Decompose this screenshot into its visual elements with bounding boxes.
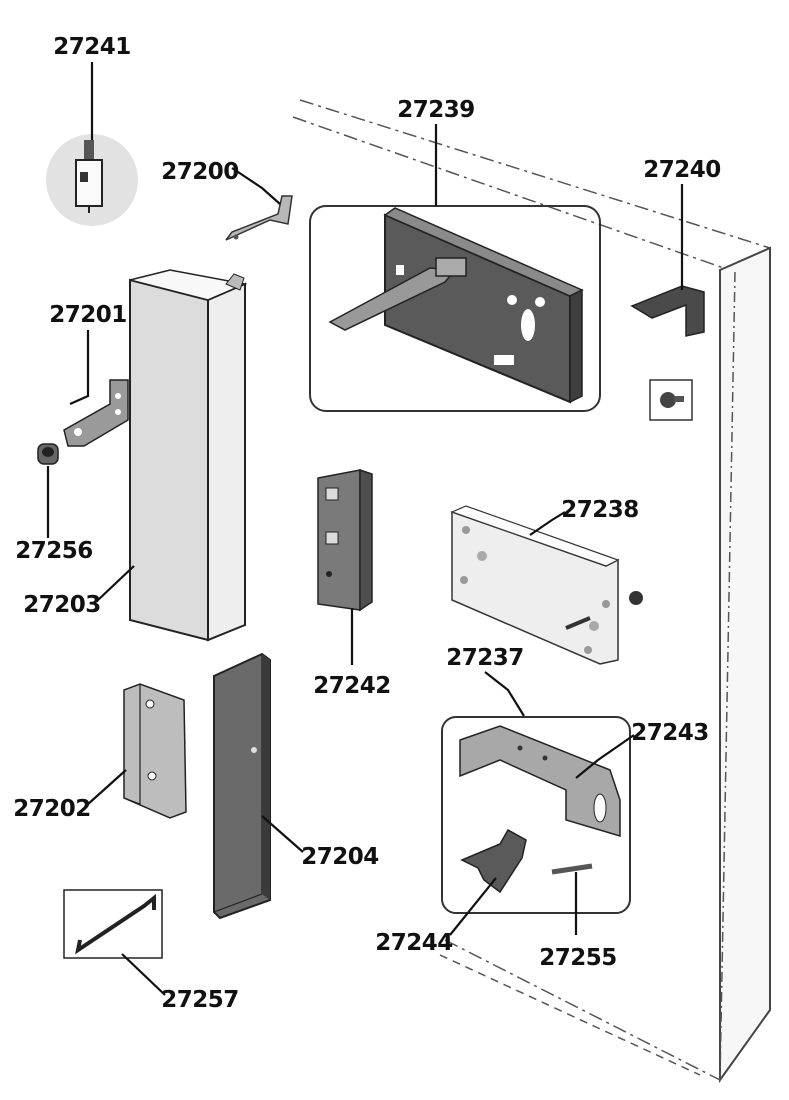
part-27200-bracket (225, 195, 293, 241)
label-27242: 27242 (313, 673, 391, 699)
part-27202-hinge-plate (123, 683, 187, 819)
label-27238: 27238 (561, 497, 639, 523)
cabinet-door-outline (292, 99, 771, 1084)
label-27256: 27256 (15, 538, 93, 564)
label-27255: 27255 (539, 945, 617, 971)
part-27238-mounting-plate (450, 505, 643, 665)
label-27244: 27244 (375, 930, 453, 956)
part-27237-assembly-frame (441, 716, 631, 914)
part-labels: 27241 27200 27239 27240 27201 27256 2720… (13, 34, 721, 1013)
label-27237: 27237 (446, 645, 524, 671)
label-27202: 27202 (13, 796, 91, 822)
label-27257: 27257 (161, 987, 239, 1013)
part-27243-bracket (459, 725, 621, 838)
leader-lines (46, 62, 684, 996)
label-27239: 27239 (397, 97, 475, 123)
label-27240: 27240 (643, 157, 721, 183)
part-27242-channel (317, 468, 373, 612)
part-27256-screw (37, 443, 59, 465)
label-27241: 27241 (53, 34, 131, 60)
part-27204-door-panel (213, 652, 271, 920)
part-27240-angle-bracket (630, 285, 705, 421)
label-27200: 27200 (161, 159, 239, 185)
label-27204: 27204 (301, 844, 379, 870)
part-27257-rod (63, 889, 163, 959)
part-27239-lock-box (309, 205, 601, 412)
part-27241-switch (46, 134, 138, 226)
part-27255-pin (551, 863, 593, 875)
part-27244-latch (460, 828, 527, 894)
label-27201: 27201 (49, 302, 127, 328)
label-27203: 27203 (23, 592, 101, 618)
label-27243: 27243 (631, 720, 709, 746)
part-27203-corner-panel (129, 269, 248, 642)
part-27201-bracket (63, 379, 129, 447)
